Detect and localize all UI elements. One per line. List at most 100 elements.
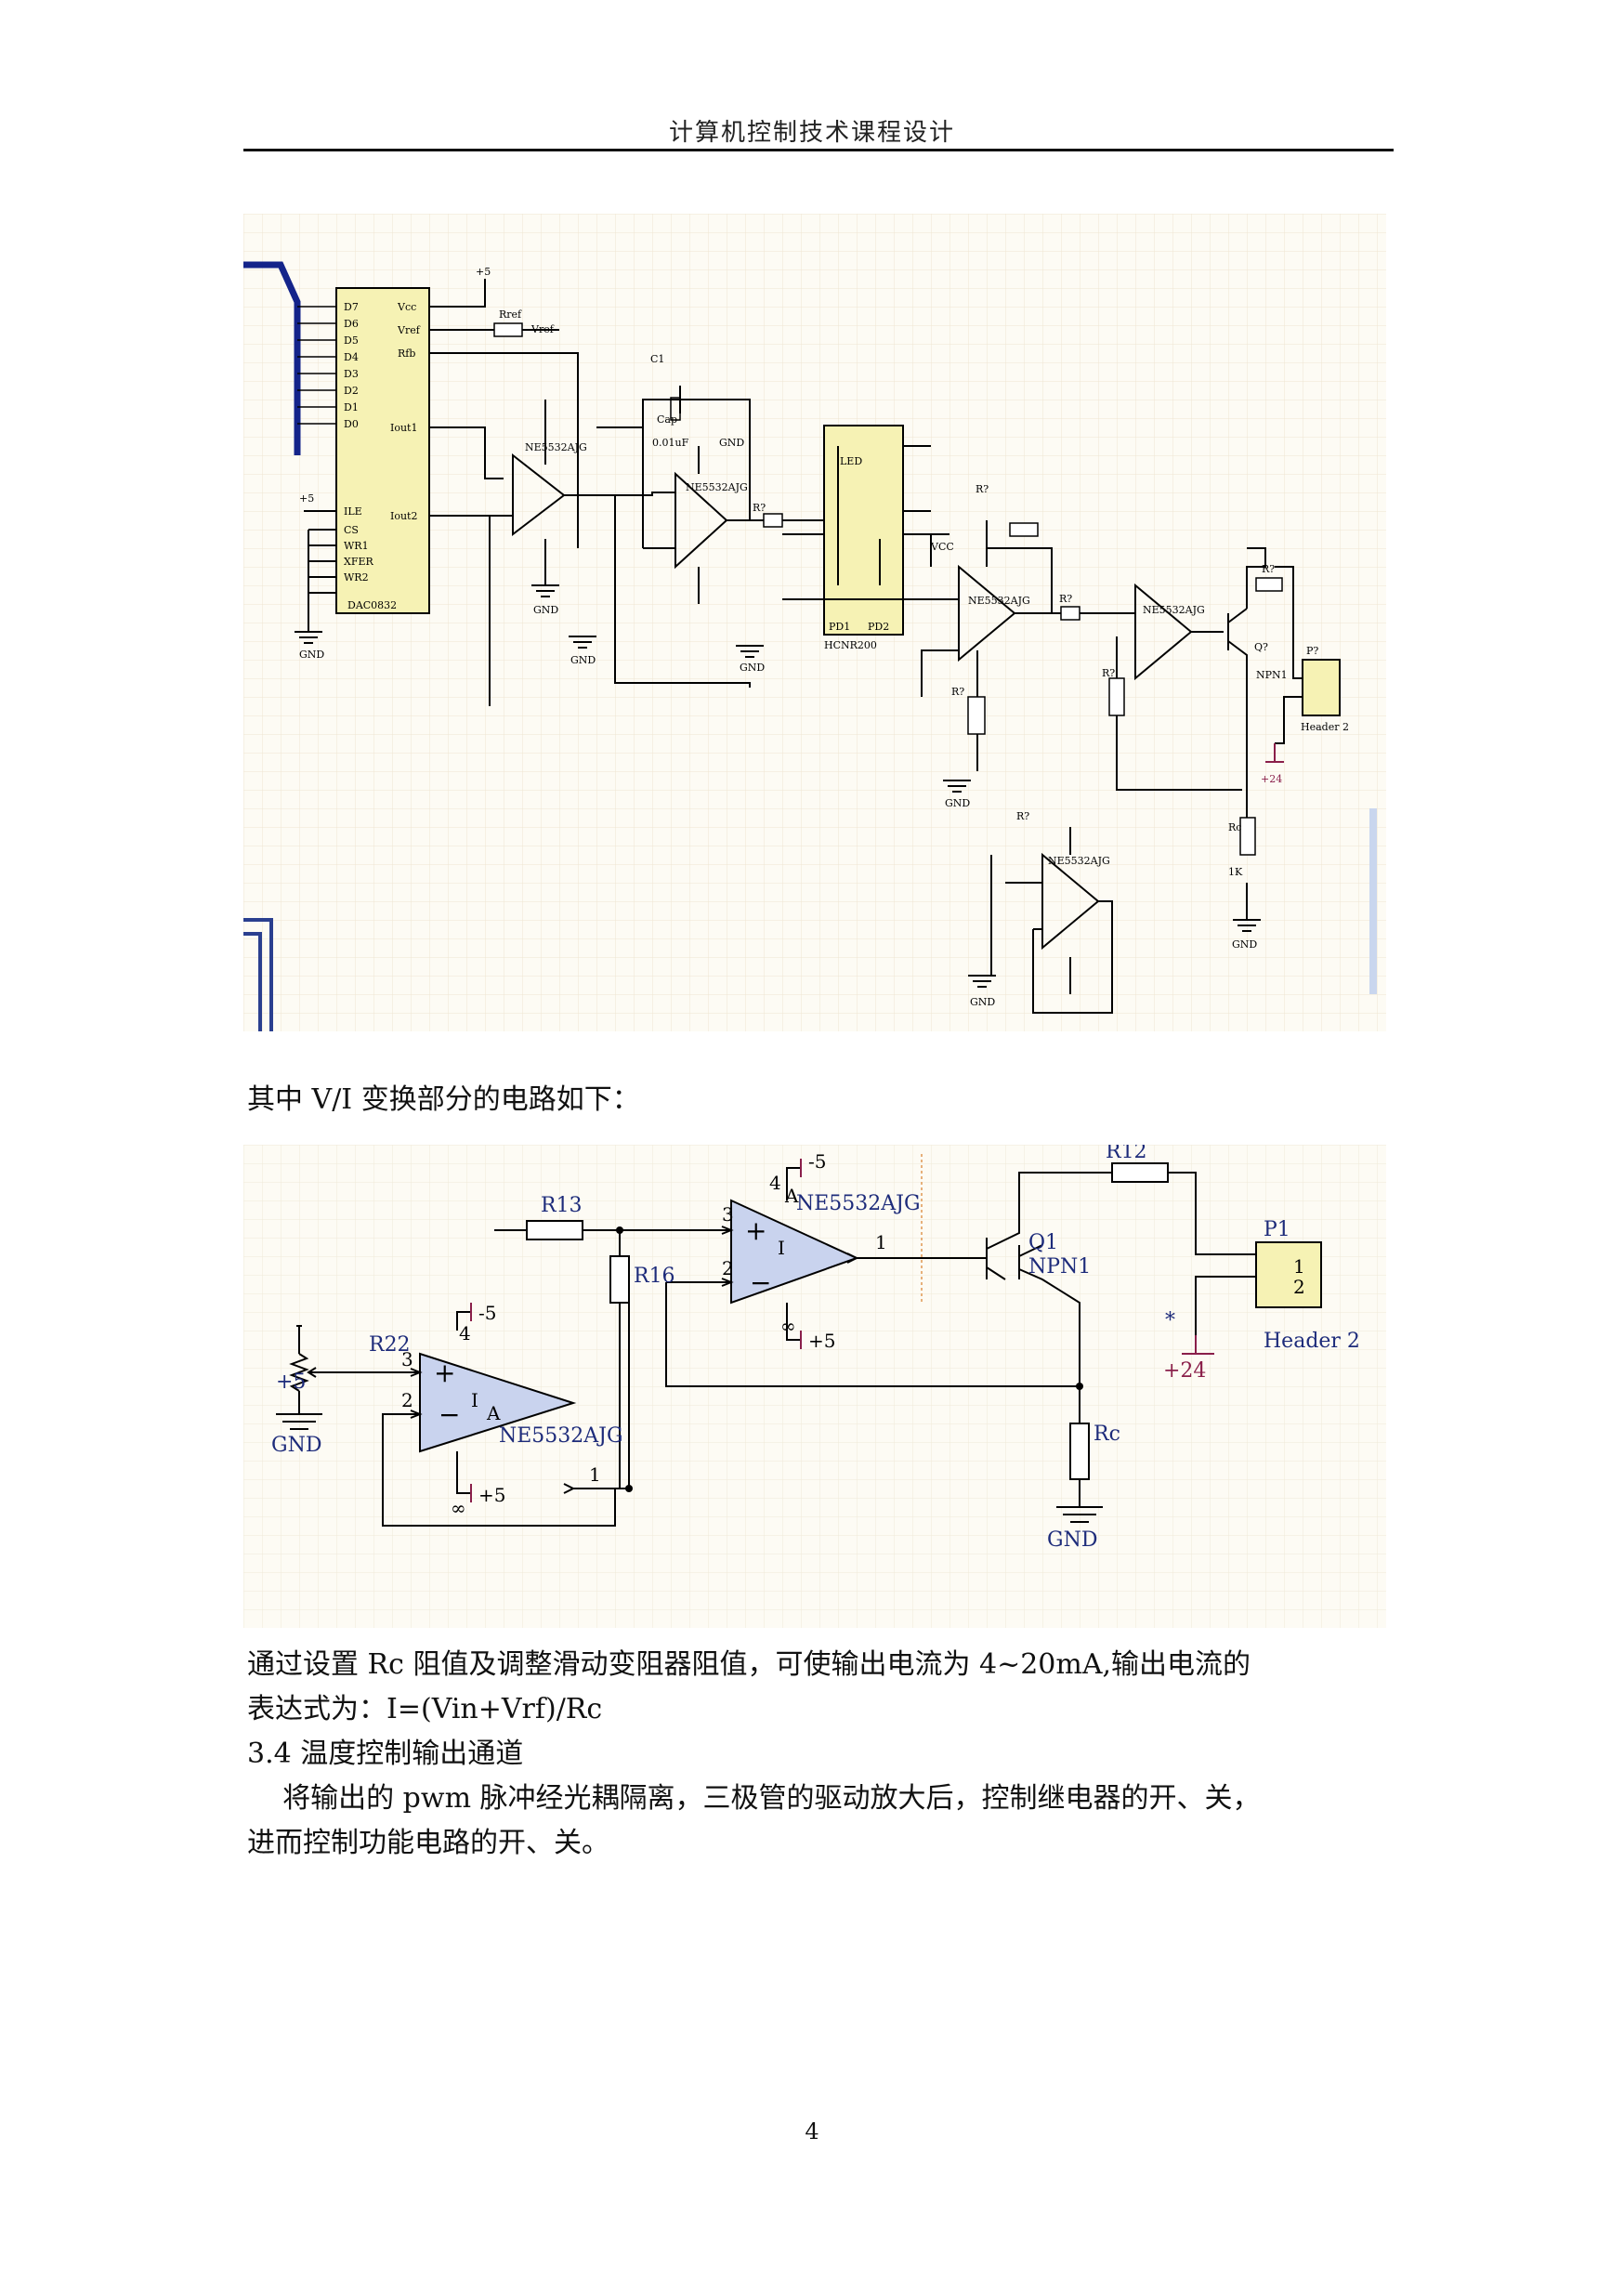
gnd-label: GND — [533, 604, 558, 616]
schematic-figure-2: + − + − R13 R16 R12 R22 Rc Q1 NPN1 P1 He… — [243, 1145, 1386, 1628]
dac-pin-d5: D5 — [344, 334, 359, 347]
plus5-label: +5 — [276, 1371, 306, 1394]
pin-3-label: 3 — [722, 1203, 734, 1226]
dac-pin-cs: CS — [344, 524, 359, 536]
r-label: R? — [976, 483, 989, 495]
dac-pin-d4: D4 — [344, 351, 359, 363]
p1-label: P1 — [1264, 1218, 1290, 1241]
dac-pin-d3: D3 — [344, 368, 359, 380]
svg-text:+: + — [434, 1357, 455, 1388]
header-pin-1: 1 — [1293, 1255, 1305, 1278]
body-line-1: 通过设置 Rc 阻值及调整滑动变阻器阻值，可使输出电流为 4~20mA,输出电流… — [247, 1648, 1251, 1681]
schematic-figure-1: D7 D6 D5 D4 D3 D2 D1 D0 ILE CS WR1 XFER … — [243, 214, 1386, 1031]
star-label: * — [1165, 1309, 1175, 1332]
dac-pin-wr1: WR1 — [344, 540, 369, 552]
vcc-label: VCC — [930, 541, 954, 553]
r-label: R? — [1102, 667, 1115, 679]
dac-pin-wr2: WR2 — [344, 571, 369, 584]
dac-pin-iout2: Iout2 — [390, 510, 417, 522]
header-rule — [243, 149, 1394, 151]
svg-text:+: + — [745, 1215, 766, 1246]
pin-1-label: 1 — [875, 1231, 887, 1253]
dac-pin-ile: ILE — [344, 505, 362, 518]
body-line-3: 将输出的 pwm 脉冲经光耦隔离，三极管的驱动放大后，控制继电器的开、关， — [247, 1782, 1261, 1815]
r22-label: R22 — [369, 1333, 411, 1357]
dac-pin-xfer: XFER — [344, 556, 373, 568]
led-label: LED — [840, 455, 862, 467]
cap-label: Cap — [657, 413, 677, 426]
dac-name: DAC0832 — [347, 599, 397, 611]
plus5-label: +5 — [478, 1484, 505, 1506]
pin-2-label: 2 — [722, 1257, 734, 1279]
dac-pin-iout1: Iout1 — [390, 422, 417, 434]
opamp-label: NE5532AJG — [1048, 855, 1110, 867]
pd2-label: PD2 — [868, 621, 889, 633]
dac-pin-d7: D7 — [344, 301, 359, 313]
vi-caption: 其中 V/I 变换部分的电路如下： — [247, 1083, 640, 1116]
inf-label: ∞ — [451, 1497, 466, 1519]
dac-pin-d6: D6 — [344, 318, 359, 330]
rc-label: Rc — [1228, 821, 1241, 833]
plus24-label: +24 — [1163, 1359, 1206, 1383]
npn-label: NPN1 — [1256, 669, 1288, 681]
page-number: 4 — [805, 2118, 819, 2144]
pin-2-label: 2 — [401, 1389, 413, 1411]
pin-4-label: 4 — [769, 1172, 781, 1194]
opamp-label: NE5532AJG — [1143, 604, 1205, 616]
svg-text:−: − — [750, 1267, 771, 1298]
opamp-label: NE5532AJG — [686, 481, 748, 493]
opamp-label: NE5532AJG — [499, 1424, 623, 1448]
header2-label: Header 2 — [1264, 1330, 1360, 1353]
pin-a-label: A — [784, 1185, 799, 1207]
gnd-label: GND — [299, 649, 324, 661]
header-pin-2: 2 — [1293, 1276, 1305, 1298]
gnd-label: GND — [719, 437, 744, 449]
gnd-label: GND — [945, 797, 970, 809]
r-label: R? — [1016, 810, 1029, 822]
r13-label: R13 — [541, 1194, 583, 1217]
header-label: Header 2 — [1301, 721, 1349, 733]
amp-i-label: I — [778, 1237, 785, 1259]
amp-i-label: I — [471, 1389, 478, 1411]
q-label: Q? — [1254, 641, 1268, 653]
minus5-label: -5 — [478, 1302, 496, 1324]
rref-label: Rref — [499, 308, 522, 321]
c1-label: C1 — [650, 353, 664, 365]
rc-label: Rc — [1094, 1423, 1120, 1446]
section-heading: 3.4 温度控制输出通道 — [247, 1738, 524, 1770]
dac-pin-vref: Vref — [397, 324, 421, 336]
r-label: R? — [1262, 563, 1275, 575]
svg-text:−: − — [439, 1399, 460, 1430]
dac-pin-d2: D2 — [344, 385, 359, 397]
vref-label: Vref — [530, 323, 555, 335]
dac-pin-d0: D0 — [344, 418, 359, 430]
p-label: P? — [1306, 645, 1318, 657]
dac-pin-d1: D1 — [344, 401, 359, 413]
plus24-label: +24 — [1261, 773, 1282, 785]
plus5-label: +5 — [476, 266, 491, 278]
opamp-label: NE5532AJG — [525, 441, 587, 453]
minus5-label: -5 — [808, 1150, 826, 1173]
plus5-label: +5 — [299, 492, 314, 505]
pd1-label: PD1 — [829, 621, 850, 633]
r-label: R? — [1059, 593, 1072, 605]
r12-label: R12 — [1106, 1145, 1147, 1163]
q1-label: Q1 — [1028, 1231, 1058, 1254]
gnd-label: GND — [271, 1434, 321, 1457]
r16-label: R16 — [634, 1265, 675, 1288]
cap-value: 0.01uF — [652, 437, 689, 449]
body-line-4: 进而控制功能电路的开、关。 — [247, 1827, 609, 1859]
r-label: R? — [951, 686, 964, 698]
gnd-label: GND — [1232, 938, 1257, 951]
r-label: R? — [753, 502, 766, 514]
body-line-2: 表达式为：I=(Vin+Vrf)/Rc — [247, 1693, 603, 1725]
optocoupler-label: HCNR200 — [824, 639, 877, 651]
npn1-label: NPN1 — [1028, 1255, 1091, 1279]
dac-pin-rfb: Rfb — [398, 348, 415, 360]
gnd-label: GND — [740, 662, 765, 674]
inf-label: ∞ — [780, 1315, 796, 1337]
page-header-title: 计算机控制技术课程设计 — [668, 119, 955, 147]
plus5-label: +5 — [808, 1330, 835, 1352]
opamp-label: NE5532AJG — [796, 1192, 921, 1215]
gnd-label: GND — [970, 996, 995, 1008]
